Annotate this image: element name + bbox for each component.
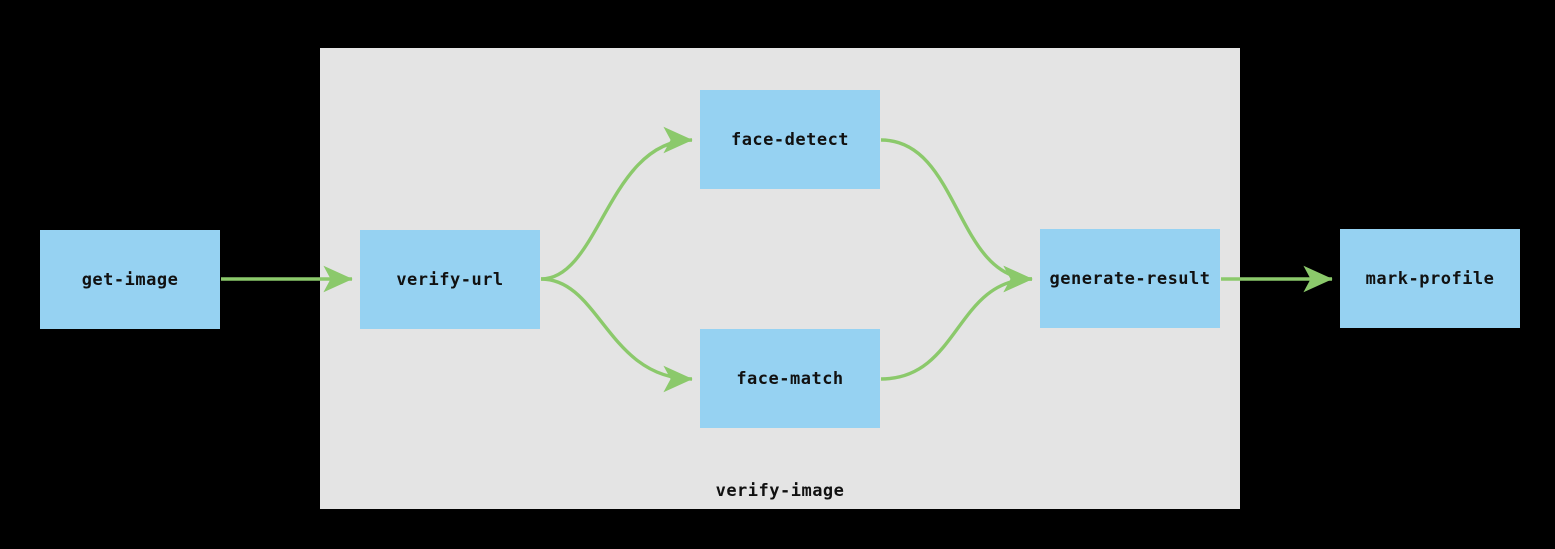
- node-face-detect[interactable]: face-detect: [700, 90, 880, 189]
- node-label: get-image: [81, 269, 179, 290]
- node-label: face-detect: [730, 129, 850, 150]
- node-label: verify-url: [396, 269, 504, 290]
- node-generate-result[interactable]: generate-result: [1040, 229, 1220, 328]
- node-mark-profile[interactable]: mark-profile: [1340, 229, 1520, 328]
- node-label: mark-profile: [1365, 268, 1495, 289]
- subgraph-label: verify-image: [715, 481, 845, 501]
- node-label: face-match: [736, 368, 844, 389]
- node-label: generate-result: [1049, 268, 1211, 289]
- node-face-match[interactable]: face-match: [700, 329, 880, 428]
- node-verify-url[interactable]: verify-url: [360, 230, 540, 329]
- node-get-image[interactable]: get-image: [40, 230, 220, 329]
